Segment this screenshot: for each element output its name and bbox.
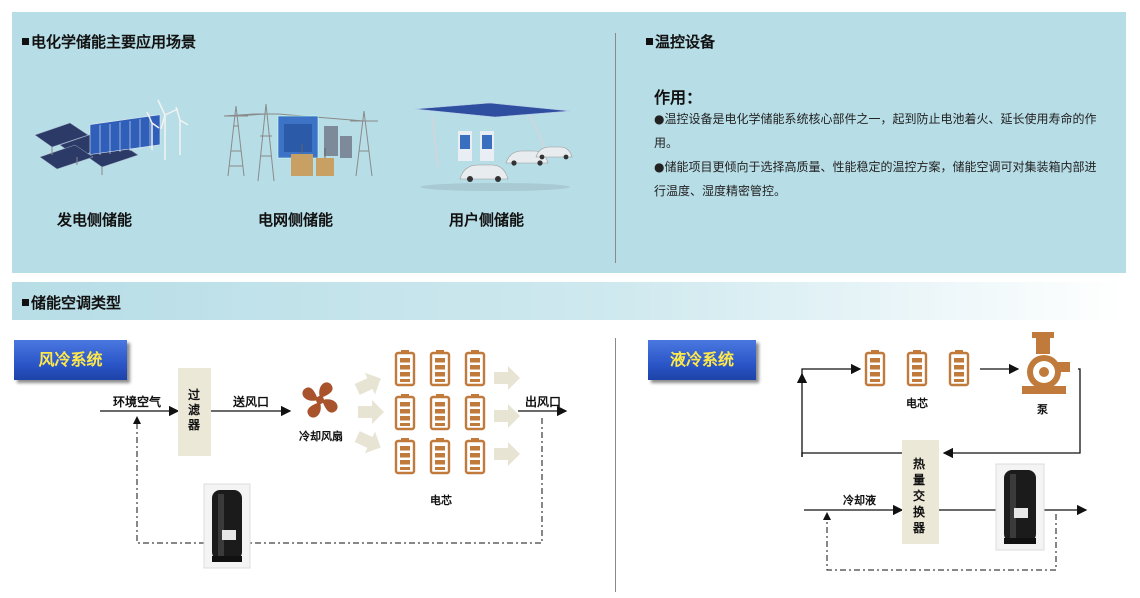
scenes-header: 电化学储能主要应用场景 [22, 31, 196, 52]
scene-label-user: 用户侧储能 [449, 211, 525, 229]
square-bullet-icon [646, 38, 653, 45]
air-cooling-button[interactable]: 风冷系统 [14, 340, 127, 380]
filter-label: 过滤器 [187, 388, 200, 432]
scene-label-generation: 发电侧储能 [57, 211, 133, 229]
scene-label-grid: 电网侧储能 [258, 211, 334, 229]
compressor-icon [995, 463, 1045, 551]
user-side-illustration [414, 102, 573, 191]
square-bullet-icon [22, 299, 29, 306]
cooling-fan-label: 冷却风扇 [299, 430, 343, 443]
pump-icon [1022, 332, 1070, 394]
top-divider [615, 33, 616, 263]
supply-outlet-label: 送风口 [233, 395, 270, 409]
coolant-label: 冷却液 [843, 494, 876, 507]
heat-exchanger-label: 热量交换器 [912, 457, 925, 535]
bottom-divider [615, 338, 616, 592]
thermal-header: 温控设备 [646, 31, 715, 52]
fan-icon [302, 382, 338, 418]
generation-side-illustration [34, 99, 189, 175]
function-bullet-1: ●温控设备是电化学储能系统核心部件之一，起到防止电池着火、延长使用寿命的作用。 [654, 112, 1097, 150]
function-bullet-2: ●储能项目更倾向于选择高质量、性能稳定的温控方案，储能空调可对集装箱内部进行温度… [654, 160, 1097, 198]
types-header: 储能空调类型 [22, 292, 121, 313]
air-outlet-label: 出风口 [525, 395, 562, 409]
liquid-cooling-diagram [796, 332, 1088, 571]
air-cooling-diagram [100, 348, 568, 569]
top-panel [12, 12, 1126, 273]
square-bullet-icon [22, 38, 29, 45]
liquid-cells-label: 电芯 [906, 397, 928, 410]
ambient-air-label: 环境空气 [113, 395, 162, 409]
types-band [12, 282, 1126, 320]
liquid-cooling-button[interactable]: 液冷系统 [648, 340, 756, 380]
air-cells-label: 电芯 [430, 494, 452, 507]
compressor-icon [203, 483, 251, 569]
pump-label: 泵 [1037, 403, 1048, 416]
grid-side-illustration [223, 103, 378, 182]
function-subtitle: 作用： [654, 88, 703, 107]
